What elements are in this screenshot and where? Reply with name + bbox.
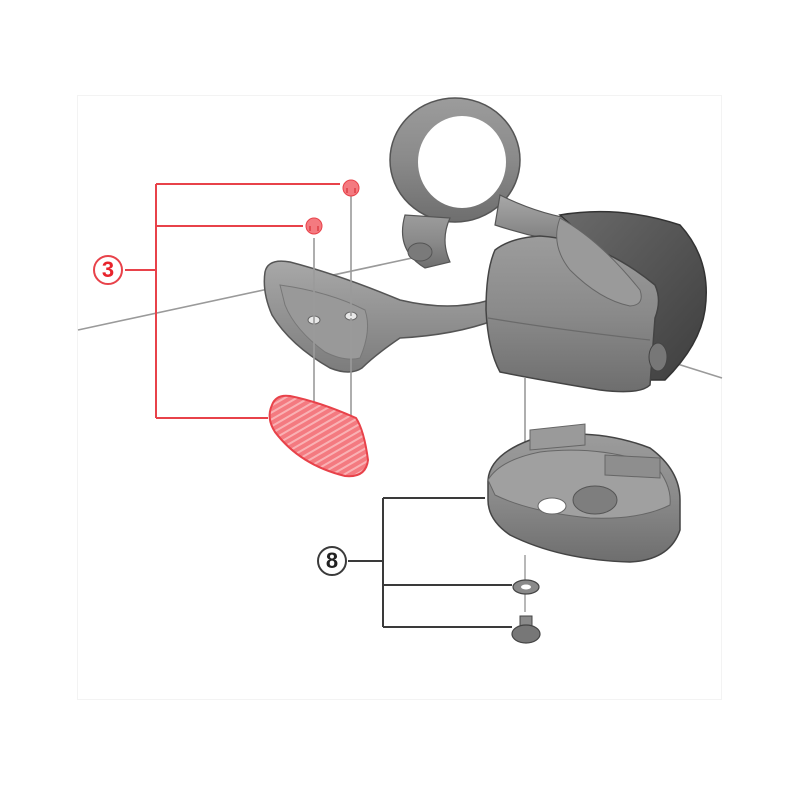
trigger-lever-arm[interactable]	[263, 260, 496, 373]
callout-badge-8[interactable]: 8	[317, 546, 347, 576]
part-small-screw-lower[interactable]	[305, 217, 323, 235]
part-lever-pad[interactable]	[268, 394, 370, 478]
part-fixing-bolt[interactable]	[511, 615, 541, 644]
callout-8-leaders	[348, 497, 512, 628]
part-small-screw-upper[interactable]	[342, 179, 360, 197]
callout-3-label: 3	[101, 257, 115, 282]
shift-cable-line	[77, 251, 441, 331]
part-bottom-cover[interactable]	[487, 423, 681, 563]
shifter-main-body[interactable]	[485, 210, 707, 393]
part-washer[interactable]	[512, 579, 540, 595]
callout-8-label: 8	[325, 548, 339, 573]
callout-badge-3[interactable]: 3	[93, 255, 123, 285]
handlebar-clamp[interactable]	[389, 97, 586, 269]
callout-3-leaders	[125, 183, 340, 419]
